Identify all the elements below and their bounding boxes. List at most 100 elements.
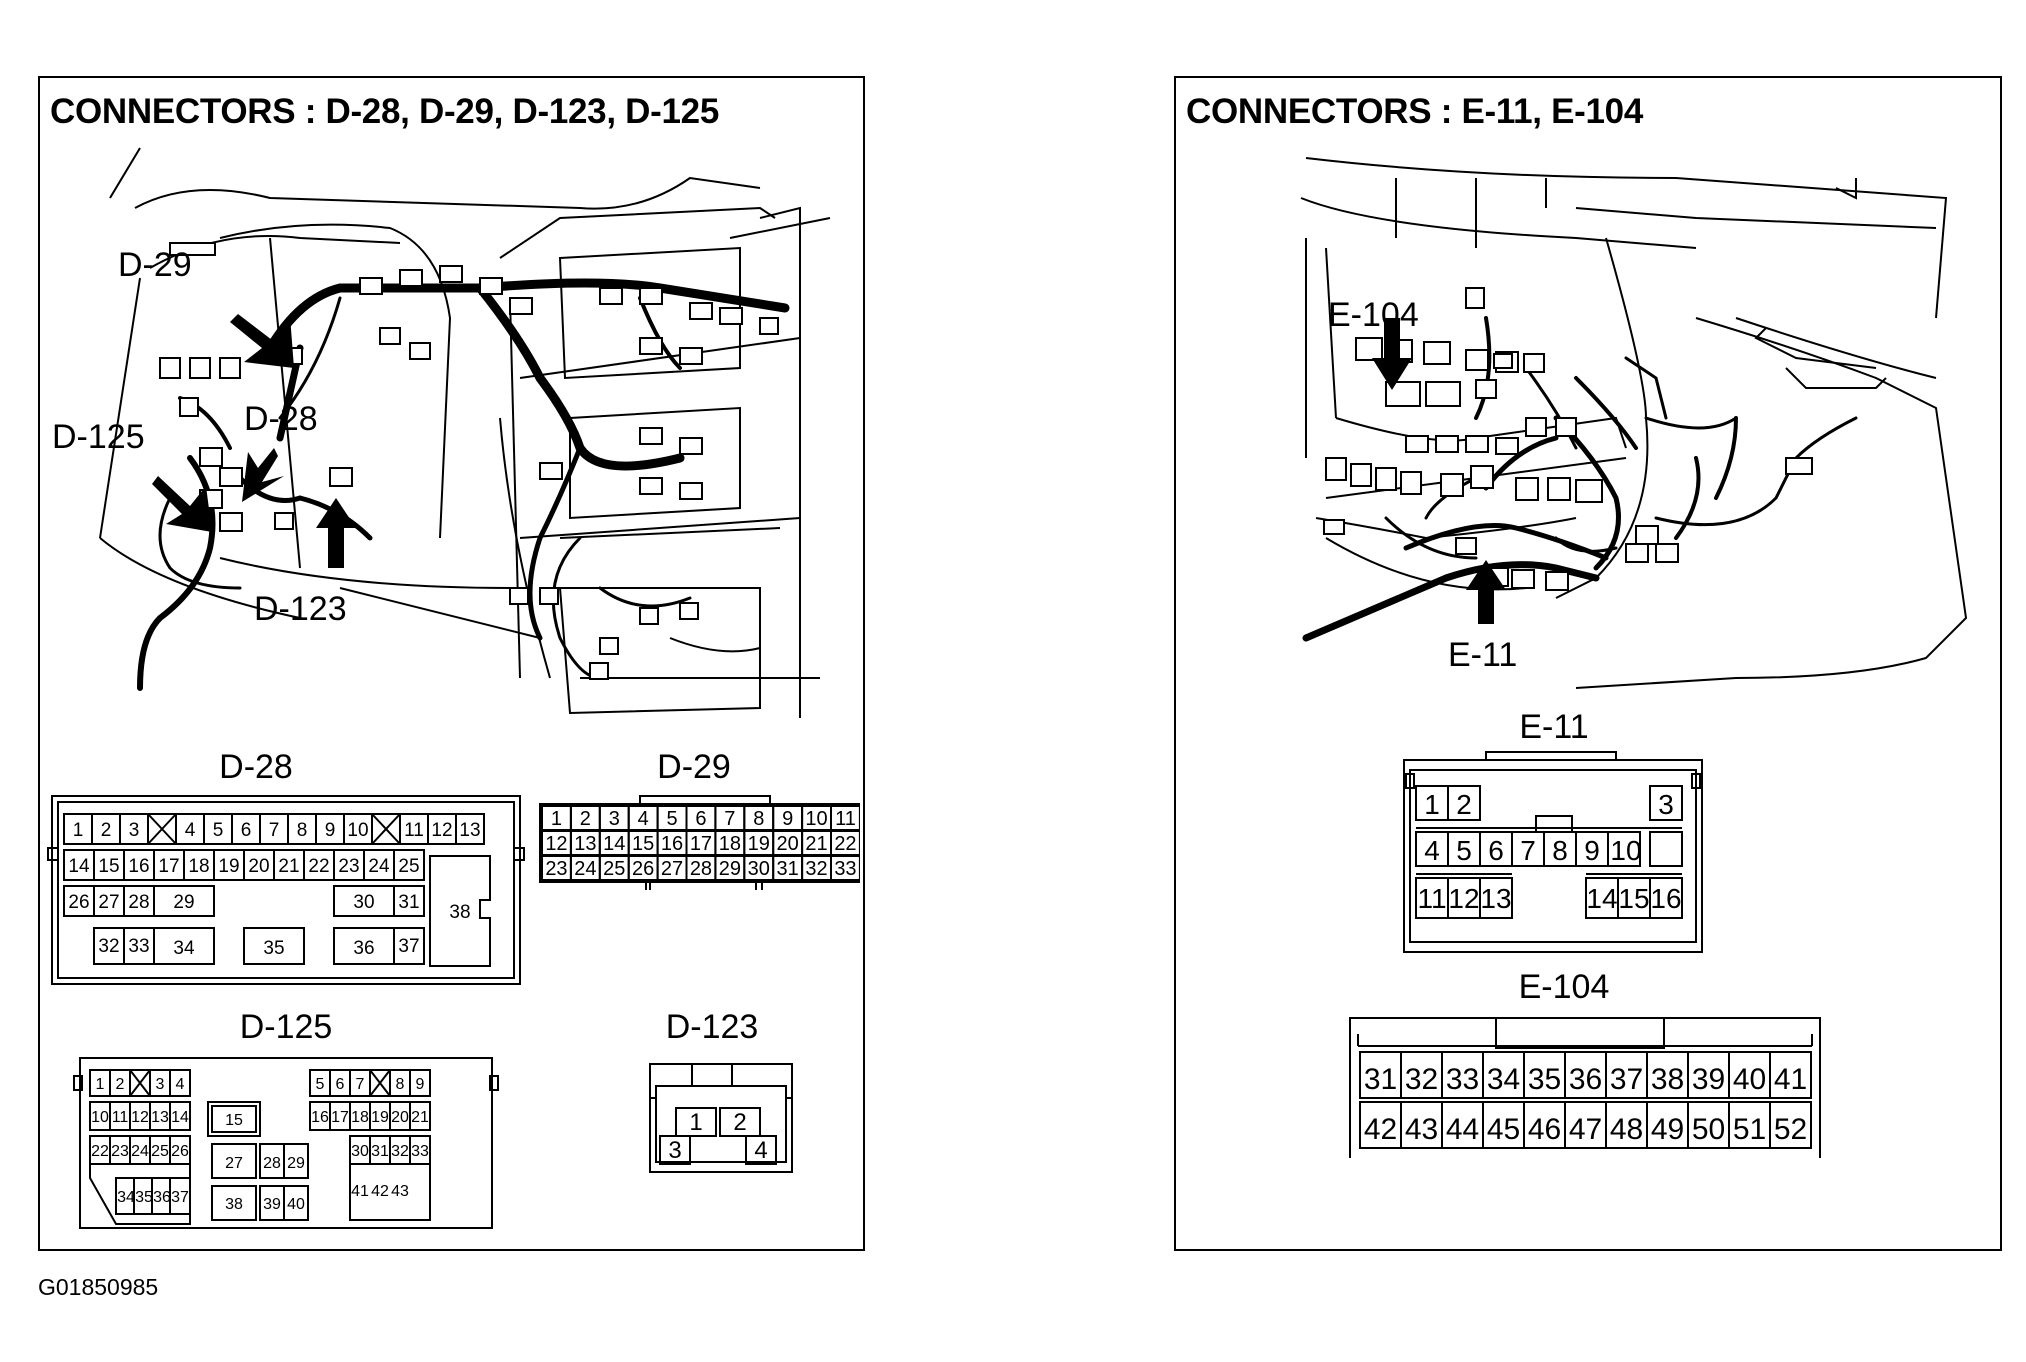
pin: 5	[666, 808, 677, 830]
pin: 23	[545, 858, 567, 880]
pin: 36	[353, 938, 374, 959]
pin: 1	[1424, 789, 1440, 820]
connector-d125: D-125	[73, 1008, 499, 1229]
pin: 9	[325, 820, 336, 841]
connector-panel-e: CONNECTORS : E-11, E-104	[1174, 76, 2002, 1251]
pin: 2	[733, 1109, 746, 1136]
pin: 38	[449, 902, 470, 923]
connector-label: D-29	[657, 748, 731, 786]
pin: 21	[278, 856, 299, 877]
pin: 13	[1480, 883, 1511, 914]
pin: 3	[156, 1076, 165, 1093]
pin: 37	[171, 1189, 189, 1206]
pin: 32	[1405, 1063, 1438, 1096]
pin: 28	[263, 1155, 281, 1172]
pin: 6	[1488, 835, 1504, 866]
pin: 5	[213, 820, 224, 841]
pin: 8	[753, 808, 764, 830]
pin: 21	[411, 1109, 429, 1126]
pin: 3	[1658, 789, 1674, 820]
pin: 15	[225, 1112, 243, 1129]
pin: 6	[695, 808, 706, 830]
callout-e104: E-104	[1328, 296, 1419, 334]
pin: 18	[351, 1109, 369, 1126]
pin: 6	[336, 1076, 345, 1093]
pin: 25	[398, 856, 419, 877]
pin: 15	[632, 833, 654, 855]
pin: 20	[248, 856, 269, 877]
pin: 34	[173, 938, 195, 959]
pin: 11	[112, 1109, 129, 1126]
pin: 12	[131, 1109, 149, 1126]
pin: 36	[153, 1189, 171, 1206]
pin: 28	[690, 858, 712, 880]
pin: 7	[269, 820, 280, 841]
pin: 29	[173, 892, 194, 913]
pin: 42	[1364, 1113, 1397, 1146]
pin: 51	[1733, 1113, 1766, 1146]
panel-title: CONNECTORS : E-11, E-104	[1186, 92, 1644, 131]
pin: 44	[1446, 1113, 1479, 1146]
pin: 24	[131, 1143, 149, 1160]
pin: 8	[396, 1076, 405, 1093]
pin: 32	[98, 936, 119, 957]
connector-panel-d: CONNECTORS : D-28, D-29, D-123, D-125	[38, 76, 865, 1251]
pin: 14	[171, 1109, 189, 1126]
pin: 46	[1528, 1113, 1561, 1146]
pin: 5	[1456, 835, 1472, 866]
connector-d28: D-28	[47, 748, 525, 985]
pin: 8	[1552, 835, 1568, 866]
callout-d123: D-123	[254, 590, 347, 628]
pin: 4	[185, 820, 196, 841]
pin: 4	[638, 808, 649, 830]
pin: 23	[111, 1143, 129, 1160]
pin: 19	[218, 856, 239, 877]
pin: 11	[1417, 883, 1446, 914]
pin: 40	[287, 1196, 305, 1213]
pin: 30	[353, 892, 374, 913]
pin: 25	[603, 858, 625, 880]
pin: 31	[371, 1143, 389, 1160]
pin: 27	[661, 858, 683, 880]
pin: 2	[1456, 789, 1472, 820]
pin: 26	[632, 858, 654, 880]
pin: 13	[459, 820, 480, 841]
connector-label: D-123	[666, 1008, 759, 1046]
connector-label: E-104	[1519, 968, 1610, 1006]
pin: 11	[835, 808, 856, 830]
pin: 37	[398, 936, 419, 957]
pin: 47	[1569, 1113, 1602, 1146]
pin: 17	[690, 833, 712, 855]
pin: 41	[1774, 1063, 1807, 1096]
pin: 39	[1692, 1063, 1725, 1096]
pin: 7	[356, 1076, 365, 1093]
pin: 50	[1692, 1113, 1725, 1146]
pin: 15	[1618, 883, 1649, 914]
pin: 4	[754, 1137, 767, 1164]
pin: 12	[431, 820, 452, 841]
pin: 16	[311, 1109, 329, 1126]
pin: 18	[188, 856, 209, 877]
pin: 48	[1610, 1113, 1643, 1146]
pin: 16	[1650, 883, 1681, 914]
pin: 35	[263, 938, 284, 959]
pin: 31	[1364, 1063, 1397, 1096]
pin: 22	[834, 833, 856, 855]
pin: 38	[225, 1196, 243, 1213]
pin: 49	[1651, 1113, 1684, 1146]
pin: 12	[1448, 883, 1479, 914]
connector-d123: D-123 1 2 3 4	[649, 1008, 793, 1173]
pin: 6	[241, 820, 252, 841]
pin: 13	[151, 1109, 169, 1126]
pin: 33	[128, 936, 149, 957]
pin: 45	[1487, 1113, 1520, 1146]
pin: 37	[1610, 1063, 1643, 1096]
callout-e11: E-11	[1448, 636, 1517, 674]
pin: 7	[724, 808, 735, 830]
pin: 12	[545, 833, 567, 855]
pin: 29	[719, 858, 741, 880]
dashboard-harness-illustration: D-29 D-28 D-125 D-123	[52, 147, 831, 718]
pin: 24	[368, 856, 390, 877]
